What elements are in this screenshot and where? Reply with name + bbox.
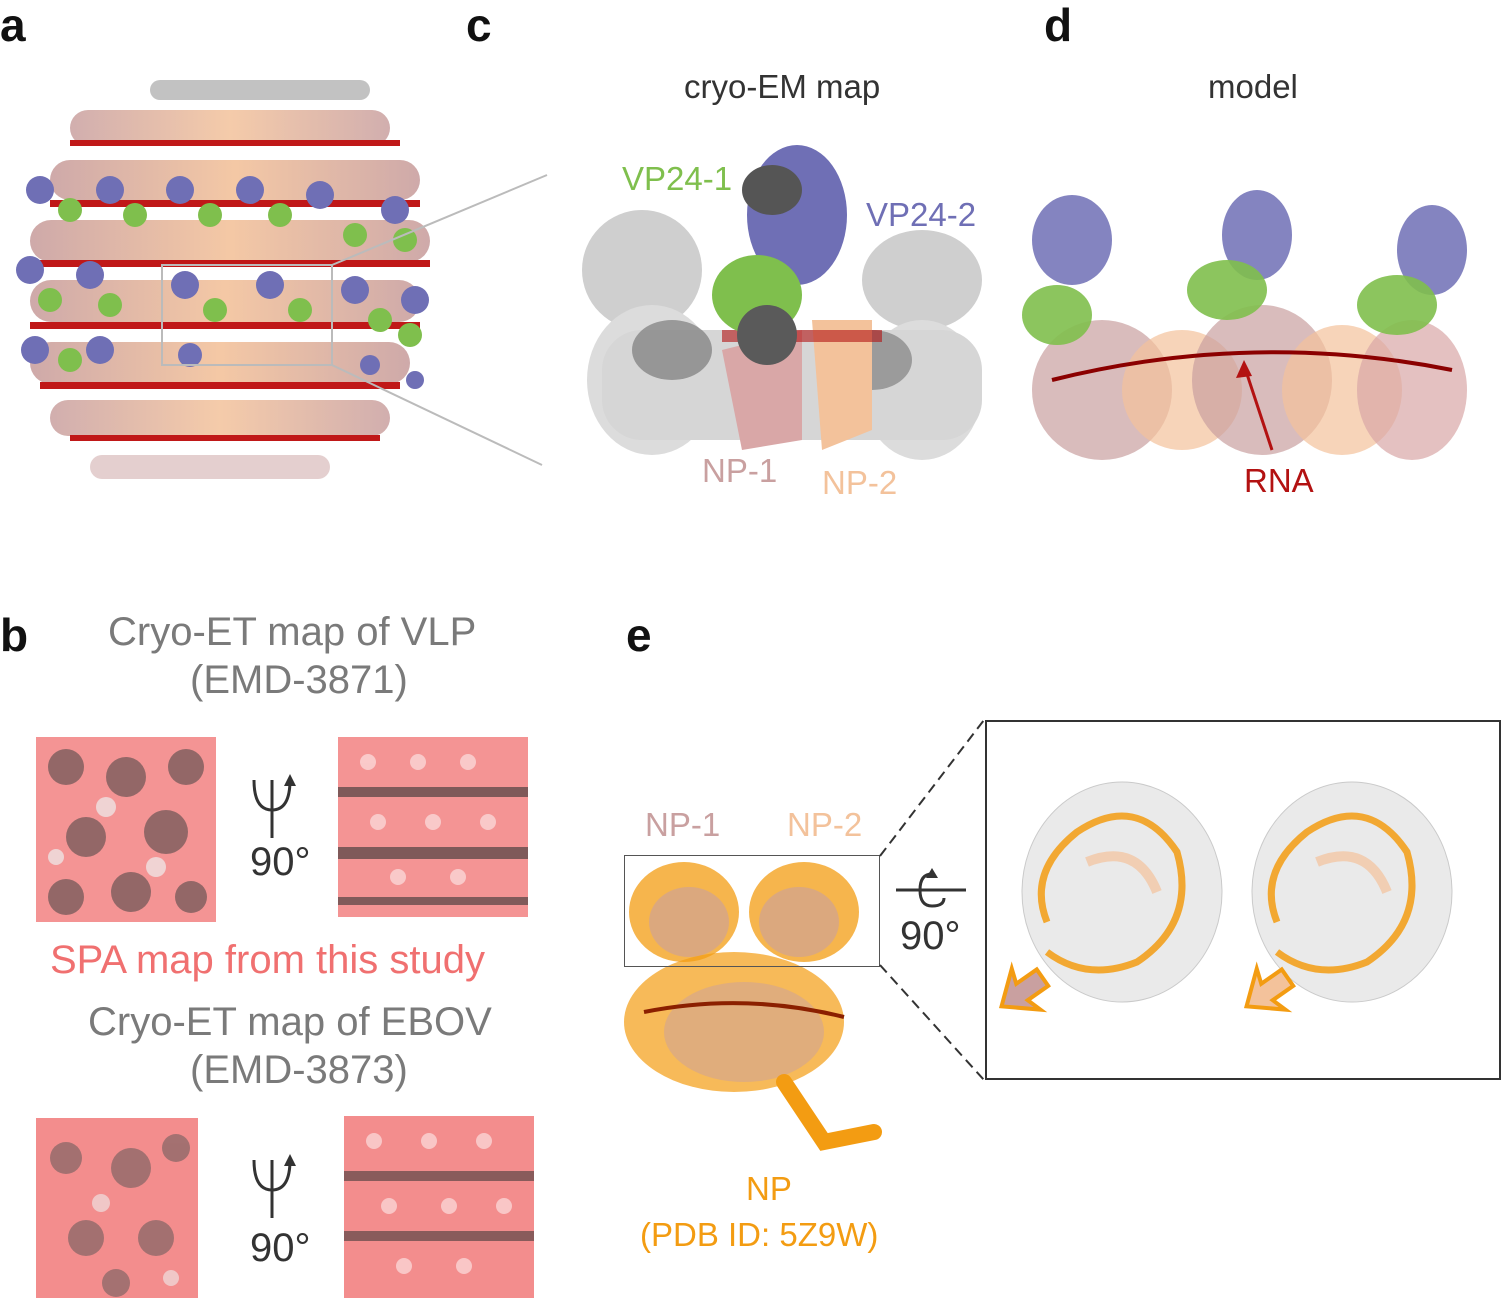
panel-a-letter: a bbox=[0, 0, 26, 51]
vp24-density bbox=[712, 145, 847, 365]
spa-map-label: SPA map from this study bbox=[50, 938, 485, 982]
panel-d-letter: d bbox=[1044, 0, 1073, 51]
panel-d-model bbox=[1022, 190, 1467, 460]
zoom-lines-e bbox=[879, 719, 985, 1081]
panel-c-cryoem-map bbox=[582, 145, 982, 460]
ebov-map-side bbox=[344, 1116, 534, 1298]
pink-ribbons bbox=[1085, 851, 1392, 895]
np-1-label-c: NP-1 bbox=[702, 452, 778, 489]
panel-d-title: model bbox=[1208, 68, 1298, 105]
rna-arrow bbox=[1242, 364, 1274, 451]
pdb-id-label: (PDB ID: 5Z9W) bbox=[640, 1216, 879, 1253]
rotation-label-1: 90° bbox=[250, 840, 311, 884]
np-zoom-inset-content bbox=[998, 781, 1453, 1013]
ebov-title-line2: (EMD-3873) bbox=[190, 1048, 408, 1092]
panel-e-letter: e bbox=[626, 609, 652, 661]
highlight-arrows bbox=[998, 961, 1297, 1013]
vp24-2-label: VP24-2 bbox=[866, 196, 977, 233]
rotation-icon-1 bbox=[252, 774, 296, 838]
zoom-lines-a-to-c bbox=[331, 174, 548, 466]
ebov-map-front bbox=[36, 1118, 198, 1298]
vp24-blobs bbox=[16, 176, 429, 389]
rotation-icon-2 bbox=[252, 1154, 296, 1218]
panel-c-letter: c bbox=[466, 0, 492, 51]
np-ribbons-e bbox=[624, 862, 882, 1151]
vp24-ribbons bbox=[1022, 190, 1467, 345]
panel-c-title: cryo-EM map bbox=[684, 68, 881, 105]
np-ribbons bbox=[1032, 305, 1467, 460]
nucleocapsid-rings bbox=[30, 80, 430, 479]
vp24-1-label: VP24-1 bbox=[622, 160, 733, 197]
panel-b-letter: b bbox=[0, 609, 29, 661]
vlp-map-side bbox=[338, 737, 528, 917]
vlp-title-line2: (EMD-3871) bbox=[190, 658, 408, 702]
rotation-icon-e bbox=[896, 868, 966, 908]
ebov-title-line1: Cryo-ET map of EBOV bbox=[88, 1000, 492, 1044]
rotation-label-e: 90° bbox=[900, 914, 961, 958]
vlp-title-line1: Cryo-ET map of VLP bbox=[108, 610, 477, 654]
rotation-label-2: 90° bbox=[250, 1226, 311, 1270]
panel-a-helical-map bbox=[16, 80, 430, 479]
np-label: NP bbox=[746, 1170, 792, 1207]
np-2-label-e: NP-2 bbox=[787, 806, 863, 843]
np-2-label-c: NP-2 bbox=[822, 464, 898, 501]
np-1-label-e: NP-1 bbox=[645, 806, 721, 843]
orange-ribbons bbox=[1037, 812, 1416, 974]
zoom-box bbox=[161, 264, 333, 366]
rna-arrowhead bbox=[1236, 360, 1252, 378]
vlp-map-front bbox=[36, 737, 216, 922]
np-superposition-model bbox=[624, 862, 882, 1151]
np-zoom-box bbox=[624, 855, 880, 967]
np-zoom-inset bbox=[985, 720, 1501, 1080]
rna-label: RNA bbox=[1244, 462, 1314, 499]
